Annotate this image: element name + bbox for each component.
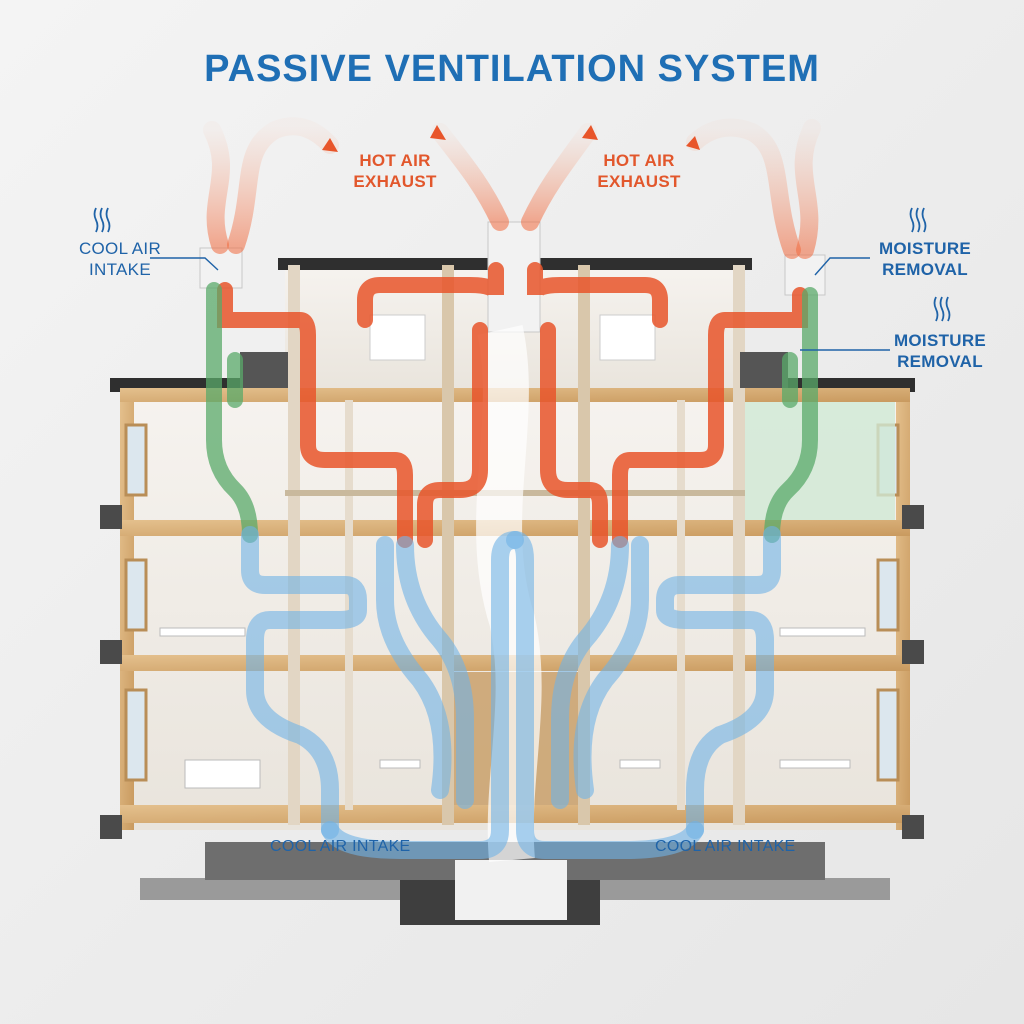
foundation [140, 842, 890, 925]
label-moisture-removal-top: MOISTURE REMOVAL [878, 239, 972, 279]
hot-air-arrowheads [322, 125, 700, 152]
page-title: PASSIVE VENTILATION SYSTEM [204, 48, 820, 90]
wave-icon-right-top [909, 207, 927, 233]
hot-air-ducts [217, 262, 808, 548]
label-hot-air-exhaust-right: HOT AIR EXHAUST [597, 151, 681, 191]
cool-air-ducts [241, 526, 781, 859]
label-hot-air-exhaust-left: HOT AIR EXHAUST [353, 151, 437, 191]
moisture-ducts [206, 282, 818, 543]
wave-icon-right-mid [933, 296, 951, 322]
central-air-shaft [476, 325, 542, 862]
label-moisture-removal-mid: MOISTURE REMOVAL [893, 331, 987, 371]
label-cool-air-intake-bottom-right: COOL AIR INTAKE [655, 838, 796, 855]
hot-air-plumes [203, 117, 821, 259]
wave-icon-left [93, 207, 111, 233]
leader-lines [150, 257, 890, 351]
label-cool-air-intake-bottom-left: COOL AIR INTAKE [270, 838, 411, 855]
label-cool-air-intake-top: COOL AIR INTAKE [78, 239, 162, 279]
